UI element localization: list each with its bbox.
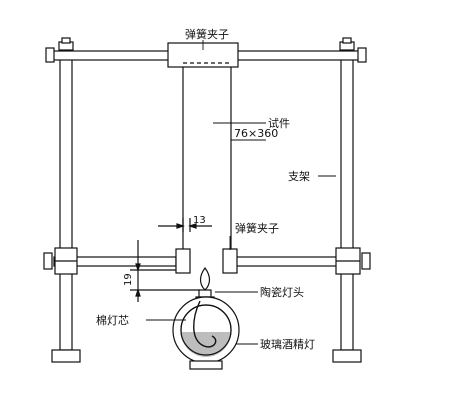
support-label: 支架 <box>288 170 310 183</box>
specimen-size-label: 76×360 <box>234 127 278 140</box>
alcohol-lamp <box>172 289 240 370</box>
lower-left-knob <box>43 247 78 275</box>
specimen-label: 试件 <box>268 117 290 130</box>
cotton-wick-label: 棉灯芯 <box>96 313 129 327</box>
width-dimension-label: 13 <box>193 215 206 226</box>
top-clamp-label: 弹簧夹子 <box>185 27 229 41</box>
height-dimension-label: 19 <box>123 273 134 286</box>
left-stand-post <box>59 55 73 351</box>
alcohol-lamp-label: 玻璃酒精灯 <box>260 337 315 351</box>
top-right-knob <box>339 37 367 63</box>
right-foot <box>332 349 362 363</box>
flame <box>199 266 211 291</box>
bottom-spring-clamp-left <box>175 248 191 274</box>
left-foot <box>51 349 81 363</box>
width-dimension <box>158 218 212 232</box>
lower-right-knob <box>335 247 371 275</box>
bottom-clamp-label: 弹簧夹子 <box>235 221 279 235</box>
lower-crossbar <box>53 256 359 267</box>
right-stand-post <box>340 55 354 351</box>
ceramic-head-label: 陶瓷灯头 <box>260 285 304 299</box>
top-left-knob <box>45 37 74 63</box>
leader-lines <box>146 40 336 345</box>
bottom-spring-clamp-right <box>222 248 238 274</box>
specimen <box>182 66 232 272</box>
height-dimension <box>130 240 200 302</box>
